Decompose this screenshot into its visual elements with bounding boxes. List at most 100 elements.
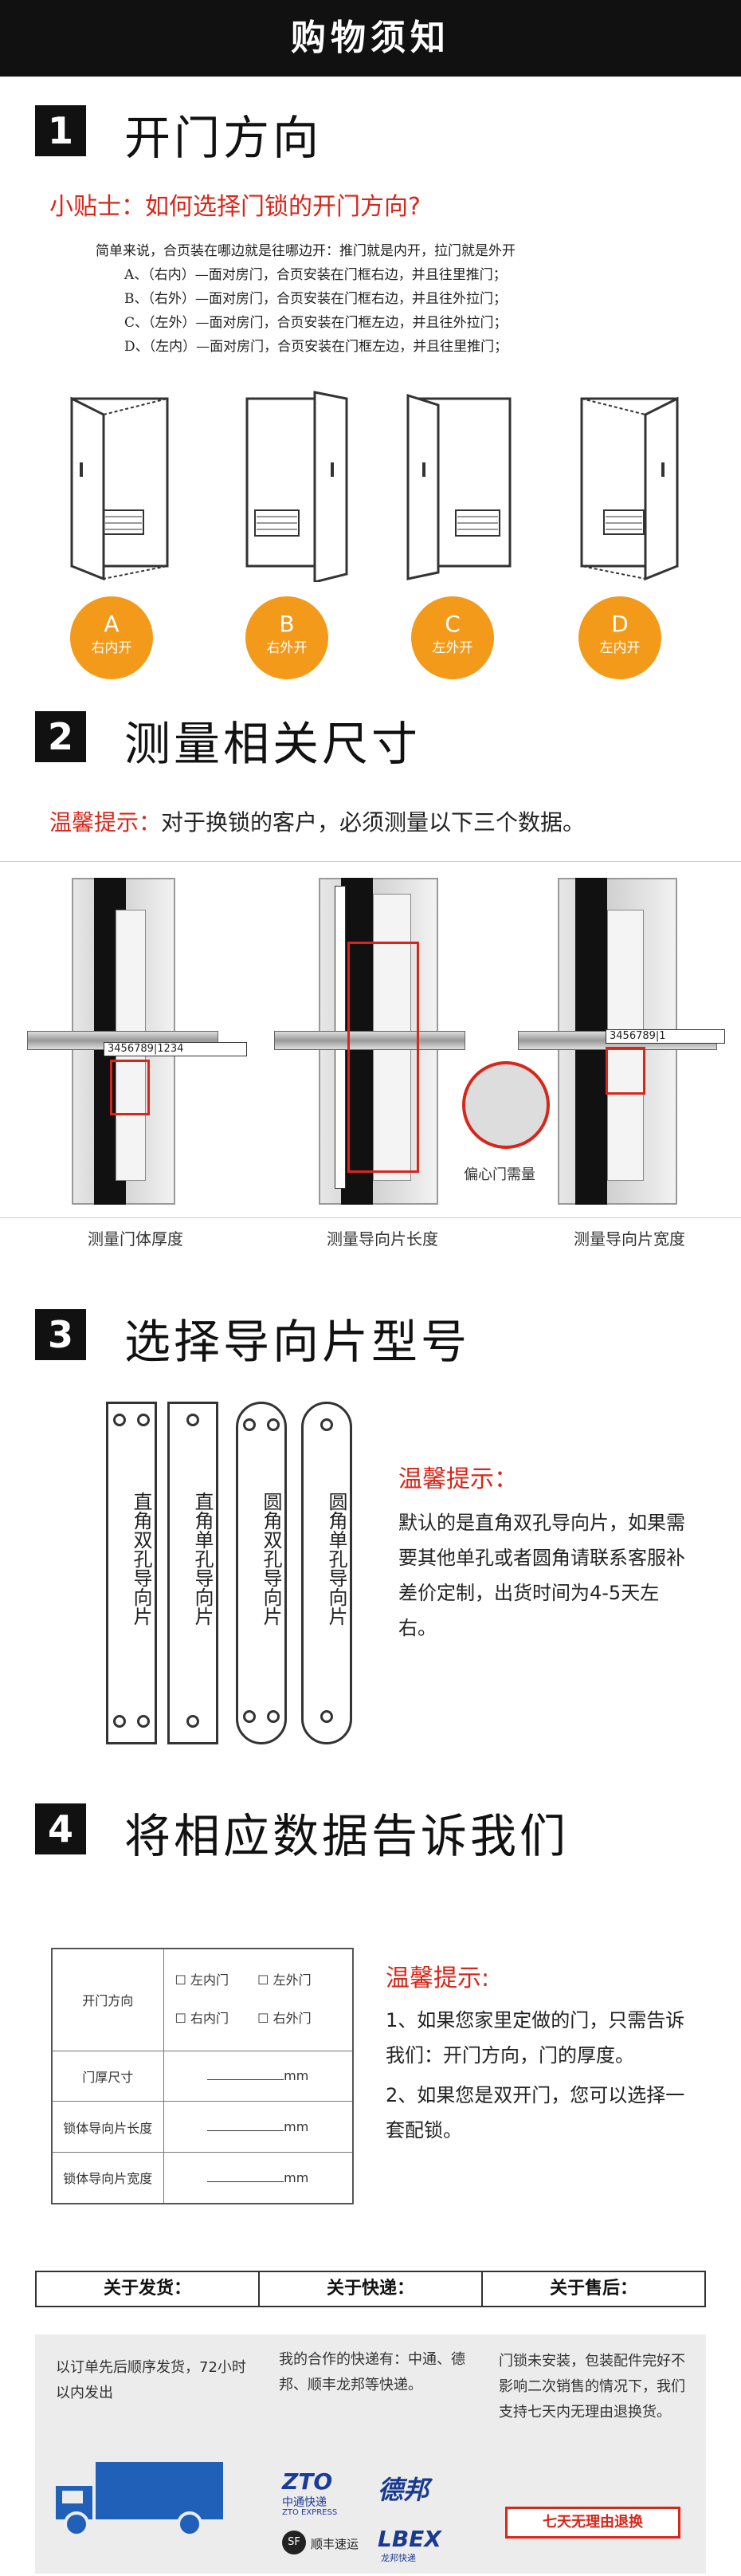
aftersale-text: 门锁未安装，包装配件完好不影响二次销售的情况下，我们支持七天内无理由退换货。 bbox=[499, 2353, 685, 2421]
plate-hole bbox=[267, 1418, 280, 1431]
page-title: 购物须知 bbox=[0, 0, 741, 77]
form-label-door-thickness: 门厚尺寸 bbox=[51, 2050, 164, 2102]
plate-hole bbox=[186, 1414, 199, 1426]
explanation-line: B、（右外）—面对房门，合页安装在门框右边，并且往外拉门； bbox=[124, 291, 507, 307]
plate-square-double-hole: 直角双孔导向片 bbox=[106, 1402, 157, 1744]
door-thickness-blank[interactable] bbox=[207, 2079, 284, 2081]
plate-length-blank[interactable] bbox=[207, 2130, 284, 2131]
lbex-logo-text: 龙邦快递 bbox=[381, 2553, 416, 2563]
zto-logo-en: ZTO EXPRESS bbox=[282, 2508, 338, 2517]
form-label-plate-width: 锁体导向片宽度 bbox=[51, 2151, 164, 2204]
sf-logo: SF bbox=[282, 2531, 306, 2554]
unit-label: mm bbox=[284, 2068, 309, 2084]
door-d-illustration bbox=[580, 396, 679, 581]
plate-hole bbox=[320, 1418, 333, 1431]
plate-square-single-hole: 直角单孔导向片 bbox=[167, 1402, 218, 1744]
express-title: 关于快递： bbox=[258, 2271, 483, 2307]
door-d-letter: D bbox=[611, 611, 629, 637]
section-title-2: 测量相关尺寸 bbox=[124, 717, 421, 771]
door-b-illustration bbox=[245, 391, 348, 582]
door-thickness-field[interactable]: mm bbox=[163, 2050, 354, 2102]
option-right-out-label: 右外门 bbox=[272, 2011, 312, 2027]
section-number-3: 3 bbox=[35, 1309, 86, 1360]
aftersale-panel: 门锁未安装，包装配件完好不影响二次销售的情况下，我们支持七天内无理由退换货。 七… bbox=[481, 2334, 706, 2574]
door-c-illustration bbox=[406, 393, 512, 580]
eccentric-zoom-circle bbox=[462, 1061, 550, 1149]
plate-label: 直角双孔导向片 bbox=[130, 1492, 152, 1626]
section-title-4: 将相应数据告诉我们 bbox=[124, 1809, 570, 1863]
plate-round-single-hole: 圆角单孔导向片 bbox=[301, 1402, 352, 1744]
shipping-panel: 以订单先后顺序发货，72小时以内发出 bbox=[35, 2334, 260, 2574]
deppon-logo: 德邦 bbox=[378, 2475, 429, 2505]
express-text: 我的合作的快递有：中通、德邦、顺丰龙邦等快递。 bbox=[279, 2351, 465, 2393]
handle-bar-2 bbox=[274, 1031, 465, 1050]
plate-length-field[interactable]: mm bbox=[163, 2101, 354, 2153]
shipping-text: 以订单先后顺序发货，72小时以内发出 bbox=[56, 2359, 246, 2401]
door-a-letter: A bbox=[104, 611, 120, 637]
truck-icon bbox=[56, 2462, 223, 2537]
plate-hole bbox=[243, 1418, 256, 1431]
plate-label: 圆角单孔导向片 bbox=[325, 1492, 347, 1626]
option-right-out-checkbox[interactable]: ☐ bbox=[257, 2011, 273, 2027]
shipping-title: 关于发货： bbox=[35, 2271, 260, 2307]
plate-round-double-hole: 圆角双孔导向片 bbox=[236, 1402, 287, 1744]
plate-hole bbox=[113, 1715, 126, 1728]
caption-plate-length: 测量导向片长度 bbox=[327, 1229, 438, 1249]
door-a-badge: A 右内开 bbox=[70, 596, 153, 679]
measurement-photos: 3456789|1234 偏心门需量 3456789|1 bbox=[0, 861, 741, 1218]
explanation-line: C、（左外）—面对房门，合页安装在门框左边，并且往外拉门； bbox=[124, 315, 508, 331]
option-right-in-checkbox[interactable]: ☐ bbox=[174, 2011, 190, 2027]
measure-tip-text: 对于换锁的客户，必须测量以下三个数据。 bbox=[161, 809, 586, 836]
door-c-letter: C bbox=[445, 611, 461, 637]
option-left-out-label: 左外门 bbox=[272, 1972, 312, 1988]
plate-label: 直角单孔导向片 bbox=[191, 1492, 214, 1626]
section-title-3: 选择导向片型号 bbox=[124, 1315, 471, 1369]
data-tip-2: 2、如果您是双开门，您可以选择一套配锁。 bbox=[386, 2084, 685, 2141]
express-panel: 我的合作的快递有：中通、德邦、顺丰龙邦等快递。 ZTO 中通快递 ZTO EXP… bbox=[258, 2334, 483, 2574]
measure-tip: 温馨提示：对于换锁的客户，必须测量以下三个数据。 bbox=[49, 805, 585, 837]
option-right-in-label: 右内门 bbox=[190, 2011, 229, 2027]
door-a-name: 右内开 bbox=[91, 640, 132, 656]
aftersale-title: 关于售后： bbox=[481, 2271, 706, 2307]
door-direction-explanation: 简单来说，合页装在哪边就是往哪边开：推门就是内开，拉门就是外开 A、（右内）—面… bbox=[96, 239, 516, 359]
section-number-2: 2 bbox=[35, 711, 86, 762]
plate-width-field[interactable]: mm bbox=[163, 2151, 354, 2204]
option-left-out-checkbox[interactable]: ☐ bbox=[257, 1972, 273, 1988]
lbex-logo: LBEX bbox=[378, 2526, 441, 2552]
plate-width-blank[interactable] bbox=[207, 2181, 284, 2182]
seven-day-return-badge: 七天无理由退换 bbox=[505, 2507, 680, 2539]
measure-mark-1 bbox=[110, 1060, 150, 1115]
section-number-1: 1 bbox=[35, 105, 86, 156]
ruler-3: 3456789|1 bbox=[606, 1029, 725, 1044]
order-info-form: 开门方向 ☐ 左内门 ☐ 左外门 ☐ 右内门 ☐ 右外门 门厚尺寸 mm 锁体导… bbox=[51, 1948, 354, 2204]
measure-mark-3 bbox=[606, 1047, 645, 1095]
caption-plate-width: 测量导向片宽度 bbox=[574, 1229, 685, 1249]
explanation-line: 简单来说，合页装在哪边就是往哪边开：推门就是内开，拉门就是外开 bbox=[96, 243, 516, 259]
option-left-in-checkbox[interactable]: ☐ bbox=[174, 1972, 190, 1988]
unit-label: mm bbox=[284, 2169, 309, 2185]
plate-hole bbox=[113, 1414, 126, 1426]
measure-tip-label: 温馨提示： bbox=[49, 809, 162, 836]
zto-logo: ZTO bbox=[282, 2468, 333, 2495]
data-tip-label: 温馨提示: bbox=[386, 1964, 490, 1992]
unit-label: mm bbox=[284, 2119, 309, 2134]
section-title-1: 开门方向 bbox=[124, 111, 323, 165]
door-direction-tip: 小贴士：如何选择门锁的开门方向? bbox=[49, 193, 421, 221]
plate-hole bbox=[137, 1414, 150, 1426]
ruler-1: 3456789|1234 bbox=[104, 1042, 247, 1056]
form-label-door-direction: 开门方向 bbox=[51, 1948, 164, 2051]
zto-logo-text: 中通快递 bbox=[282, 2496, 327, 2509]
door-b-name: 右外开 bbox=[266, 640, 308, 656]
form-label-plate-length: 锁体导向片长度 bbox=[51, 2101, 164, 2153]
data-tips: 1、如果您家里定做的门，只需告诉我们：开门方向，门的厚度。 2、如果您是双开门，… bbox=[386, 2003, 696, 2148]
measure-mark-2 bbox=[347, 942, 419, 1173]
plate-hole bbox=[137, 1715, 150, 1728]
plate-hole bbox=[267, 1710, 280, 1723]
plate-hole bbox=[243, 1710, 256, 1723]
plate-label: 圆角双孔导向片 bbox=[260, 1492, 282, 1626]
door-a-illustration bbox=[70, 396, 169, 581]
section-number-4: 4 bbox=[35, 1803, 86, 1854]
caption-door-thickness: 测量门体厚度 bbox=[88, 1229, 183, 1249]
